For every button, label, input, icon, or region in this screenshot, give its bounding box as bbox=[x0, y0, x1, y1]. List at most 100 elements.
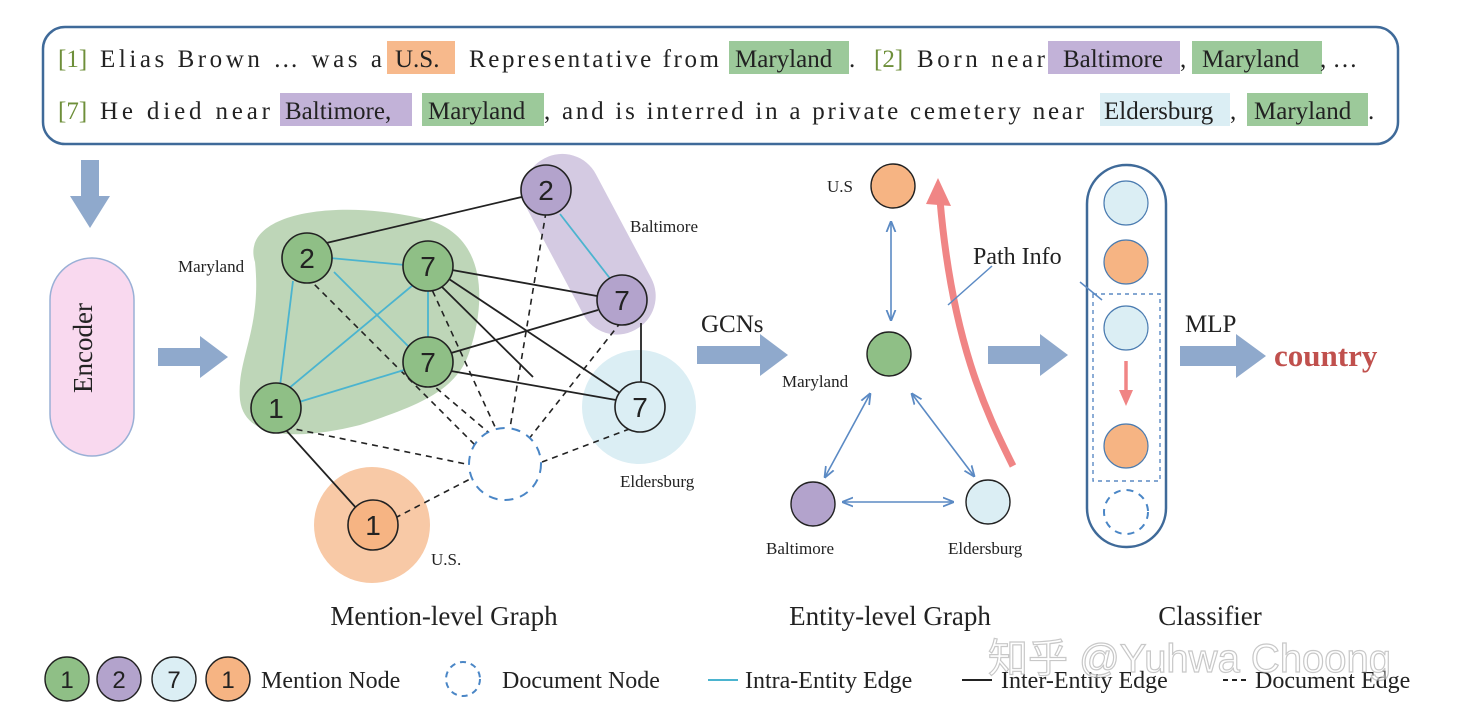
mention-node-us-1 bbox=[347, 499, 399, 551]
sentence-eldersburg: Eldersburg bbox=[1104, 98, 1214, 125]
legend-node-number: 2 bbox=[112, 667, 125, 694]
sentence-maryland-2: Maryland bbox=[1202, 46, 1300, 73]
classifier-title: Classifier bbox=[1158, 601, 1261, 631]
sentence-1-text-b: Representative from bbox=[469, 46, 720, 73]
highlight-eldersburg bbox=[1100, 93, 1230, 126]
entity-node-baltimore bbox=[790, 481, 836, 527]
path-info-arrowhead bbox=[926, 178, 951, 206]
sentence-7-text-b: , and is interred in a private cemetery … bbox=[544, 98, 1085, 125]
sentence-1-period: . bbox=[849, 46, 855, 73]
path-info-label: Path Info bbox=[973, 244, 1062, 270]
down-arrow-to-encoder bbox=[70, 160, 110, 228]
sentence-2-ellipsis: , … bbox=[1320, 46, 1358, 73]
highlight-baltimore-2 bbox=[280, 93, 412, 126]
entity-label-baltimore: Baltimore bbox=[766, 539, 834, 558]
classifier-node bbox=[1103, 305, 1149, 351]
path-info-connector bbox=[947, 265, 993, 306]
path-info-group bbox=[1092, 293, 1161, 482]
legend: 1 2 7 1 Mention Node Document Node Intra… bbox=[44, 656, 1410, 702]
sentence-us: U.S. bbox=[395, 46, 439, 73]
legend-node-number: 7 bbox=[167, 667, 180, 694]
mention-node-maryland-7a bbox=[402, 240, 454, 292]
legend-node-number: 1 bbox=[60, 667, 73, 694]
sentence-maryland-1: Maryland bbox=[735, 46, 833, 73]
sentence-index-2: [2] bbox=[874, 46, 903, 73]
entity-level-graph: U.S Maryland Baltimore Eldersburg Path I… bbox=[766, 163, 1062, 631]
output-country: country bbox=[1274, 338, 1378, 373]
sentence-2-comma: , bbox=[1180, 46, 1186, 73]
sentence-index-1: [1] bbox=[58, 46, 87, 73]
mlp-label: MLP bbox=[1185, 311, 1236, 338]
mention-graph-title: Mention-level Graph bbox=[330, 601, 558, 631]
sentence-baltimore-1: Baltimore bbox=[1063, 46, 1163, 73]
entity-edges bbox=[825, 222, 974, 502]
gcns-label: GCNs bbox=[701, 311, 764, 338]
highlight-maryland-1 bbox=[729, 41, 849, 74]
document-node bbox=[468, 427, 542, 501]
document-edges bbox=[274, 211, 641, 519]
highlight-baltimore-1 bbox=[1048, 41, 1180, 74]
legend-document-node: Document Node bbox=[502, 668, 660, 694]
classifier-node bbox=[1103, 239, 1149, 285]
legend-node-number: 1 bbox=[221, 667, 234, 694]
highlight-maryland-3 bbox=[422, 93, 544, 126]
node-number: 7 bbox=[420, 251, 436, 282]
label-us: U.S. bbox=[431, 550, 461, 569]
input-text-box: [1] Elias Brown … was a U.S. Representat… bbox=[41, 25, 1400, 146]
sentence-7-period: . bbox=[1368, 98, 1374, 125]
inter-entity-edges bbox=[284, 195, 642, 511]
node-number: 2 bbox=[538, 175, 554, 206]
classifier: Classifier bbox=[1079, 163, 1262, 631]
label-baltimore: Baltimore bbox=[630, 217, 698, 236]
graph-to-classifier-arrow bbox=[988, 334, 1068, 376]
label-eldersburg: Eldersburg bbox=[620, 472, 695, 491]
node-number: 2 bbox=[299, 243, 315, 274]
highlight-maryland-4 bbox=[1247, 93, 1368, 126]
legend-node-blue bbox=[151, 656, 197, 702]
entity-label-us: U.S bbox=[827, 177, 853, 196]
legend-mention-node: Mention Node bbox=[261, 668, 400, 694]
mention-level-graph: 2 7 7 1 2 7 7 1 Maryland Baltimore Elder… bbox=[178, 153, 698, 631]
intra-entity-edges bbox=[279, 213, 613, 403]
highlight-us bbox=[387, 41, 455, 74]
mention-node-maryland-7b bbox=[402, 336, 454, 388]
entity-nodes bbox=[790, 163, 1011, 527]
node-number: 7 bbox=[420, 347, 436, 378]
mention-node-eldersburg-7 bbox=[614, 381, 666, 433]
encoder-block bbox=[49, 257, 135, 457]
sentence-baltimore-2: Baltimore, bbox=[285, 98, 391, 125]
entity-label-eldersburg: Eldersburg bbox=[948, 539, 1023, 558]
entity-graph-title: Entity-level Graph bbox=[789, 601, 991, 631]
node-number: 1 bbox=[268, 393, 284, 424]
mention-node-baltimore-2 bbox=[520, 164, 572, 216]
legend-node-green bbox=[44, 656, 90, 702]
path-info-red-arrow bbox=[936, 199, 1017, 468]
node-number: 7 bbox=[632, 392, 648, 423]
sentence-7-comma: , bbox=[1230, 98, 1236, 125]
legend-node-orange bbox=[205, 656, 251, 702]
watermark: 知乎 @Yuhwa Choong bbox=[988, 637, 1391, 681]
encoder-to-graph-arrow bbox=[158, 336, 228, 378]
node-number: 7 bbox=[614, 285, 630, 316]
entity-label-maryland: Maryland bbox=[782, 372, 849, 391]
classifier-node bbox=[1103, 423, 1149, 469]
classifier-node bbox=[1103, 180, 1149, 226]
path-info-to-classifier bbox=[1079, 281, 1103, 301]
encoder-label: Encoder bbox=[68, 303, 98, 393]
entity-node-maryland bbox=[866, 331, 912, 377]
legend-intra-edge: Intra-Entity Edge bbox=[745, 668, 912, 694]
node-number: 1 bbox=[365, 510, 381, 541]
sentence-maryland-4: Maryland bbox=[1254, 98, 1352, 125]
legend-inter-edge: Inter-Entity Edge bbox=[1001, 668, 1168, 694]
classifier-red-arrowhead bbox=[1119, 390, 1133, 406]
entity-node-us bbox=[870, 163, 916, 209]
mlp-arrow bbox=[1180, 334, 1266, 378]
mention-node-maryland-2 bbox=[281, 232, 333, 284]
mention-node-maryland-1 bbox=[250, 382, 302, 434]
highlight-maryland-2 bbox=[1192, 41, 1322, 74]
legend-node-purple bbox=[96, 656, 142, 702]
sentence-2-text: Born near bbox=[917, 46, 1046, 73]
sentence-index-7: [7] bbox=[58, 98, 87, 125]
legend-doc-edge: Document Edge bbox=[1255, 668, 1410, 694]
